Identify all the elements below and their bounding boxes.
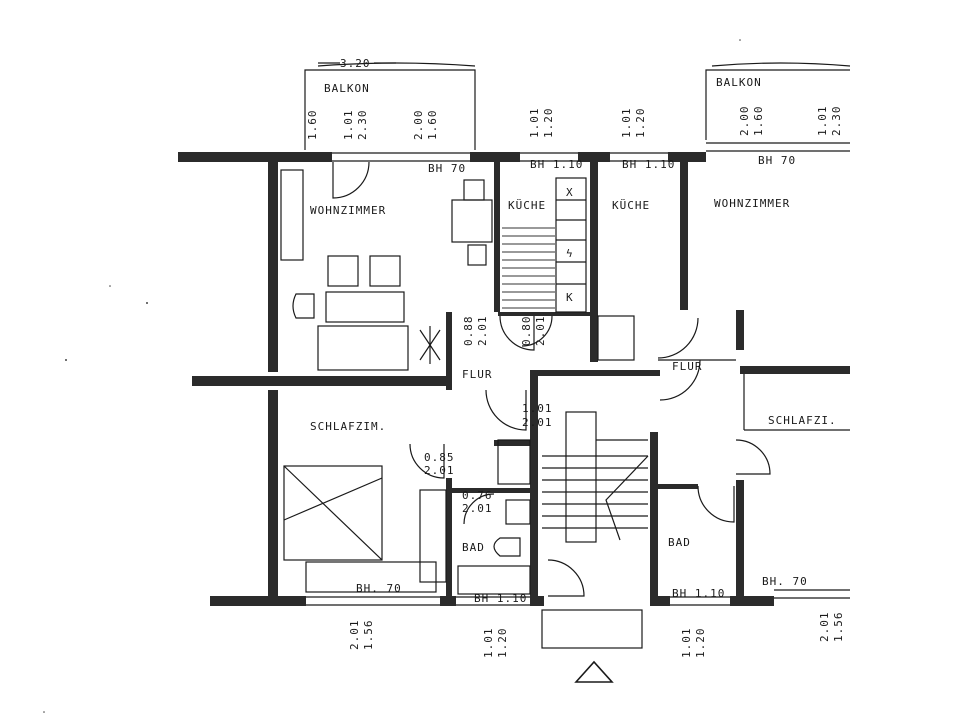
dim-door-kue-1: 0.88	[462, 316, 475, 347]
interior-walls	[268, 162, 744, 596]
room-label-kueche-right: KÜCHE	[612, 199, 650, 212]
dim-balkon-width: 3.20	[340, 57, 371, 70]
dim-door-bad-1: 0.76	[462, 489, 493, 502]
dim-door-wz-2: 2.01	[522, 416, 553, 429]
bedroom-bed	[283, 465, 447, 593]
room-label-flur-left: FLUR	[462, 368, 493, 381]
outer-wall-top	[178, 142, 850, 162]
room-label-schlafzim-left: SCHLAFZIM.	[310, 420, 386, 433]
sill-bh110-c: BH 1.10	[474, 592, 527, 605]
sill-bh110-d: BH 1.10	[672, 587, 725, 600]
sill-bh70-c: BH. 70	[356, 582, 402, 595]
dim-win-a1: 1.01	[342, 110, 355, 141]
dim-win-f2: 2.30	[830, 106, 843, 137]
sill-bh70-b: BH 70	[758, 154, 796, 167]
dim-door-kue2-1: 0.80	[520, 316, 533, 347]
sill-bh110-a: BH 1.10	[530, 158, 583, 171]
bathroom-fixtures	[457, 439, 531, 595]
dim-win-i1: 1.01	[680, 628, 693, 659]
dim-door-wz-1: 1.01	[522, 402, 553, 415]
sill-bh110-b: BH 1.10	[622, 158, 675, 171]
scan-specks	[43, 39, 741, 713]
room-label-flur-right: FLUR	[672, 360, 703, 373]
dim-win-e1: 2.00	[738, 106, 751, 137]
horizontal-walls	[192, 312, 850, 489]
sill-bh70-a: BH 70	[428, 162, 466, 175]
dim-win-a2: 2.30	[356, 110, 369, 141]
dim-win-c1: 1.01	[528, 108, 541, 139]
dim-win-g1: 2.01	[348, 620, 361, 651]
dim-win-j2: 1.56	[832, 612, 845, 643]
dim-win-d1: 1.01	[620, 108, 633, 139]
balcony-left	[304, 62, 476, 150]
sill-bh70-d: BH. 70	[762, 575, 808, 588]
dim-win-j1: 2.01	[818, 612, 831, 643]
room-label-balkon-left: BALKON	[324, 82, 370, 95]
room-label-wohnzimmer-left: WOHNZIMMER	[310, 204, 386, 217]
room-label-bad-left: BAD	[462, 541, 485, 554]
dim-win-g2: 1.56	[362, 620, 375, 651]
room-label-kueche-left: KÜCHE	[508, 199, 546, 212]
fridge-mark: K	[566, 291, 574, 304]
dim-door-kue2-2: 2.01	[534, 316, 547, 347]
room-label-balkon-right: BALKON	[716, 76, 762, 89]
right-flat-lines	[597, 315, 850, 431]
dim-door-sz-1: 0.85	[424, 451, 455, 464]
dim-win-i2: 1.20	[694, 628, 707, 659]
dim-win-b2: 1.60	[426, 110, 439, 141]
dim-win-c2: 1.20	[542, 108, 555, 139]
stove-mark: X	[566, 186, 574, 199]
dim-win-e2: 1.60	[752, 106, 765, 137]
kitchen-appliances	[555, 177, 587, 313]
electric-mark: ϟ	[566, 247, 574, 260]
room-label-bad-right: BAD	[668, 536, 691, 549]
dim-win-b1: 2.00	[412, 110, 425, 141]
dim-door-bad-2: 2.01	[462, 502, 493, 515]
room-label-schlafzim-right: SCHLAFZI.	[768, 414, 837, 427]
dim-door-kue-2: 2.01	[476, 316, 489, 347]
dim-win-d2: 1.20	[634, 108, 647, 139]
kitchen-tiling	[502, 227, 555, 309]
door-swings	[332, 161, 771, 597]
dim-door-sz-2: 2.01	[424, 464, 455, 477]
dim-win-h2: 1.20	[496, 628, 509, 659]
outer-wall-bottom	[210, 589, 850, 606]
dim-win-f1: 1.01	[816, 106, 829, 137]
dim-win-h1: 1.01	[482, 628, 495, 659]
room-label-wohnzimmer-right: WOHNZIMMER	[714, 197, 790, 210]
balcony-right	[705, 62, 851, 140]
living-room-furniture	[280, 169, 493, 371]
staircase	[541, 411, 649, 683]
dim-balkon-depth: 1.60	[306, 110, 319, 141]
